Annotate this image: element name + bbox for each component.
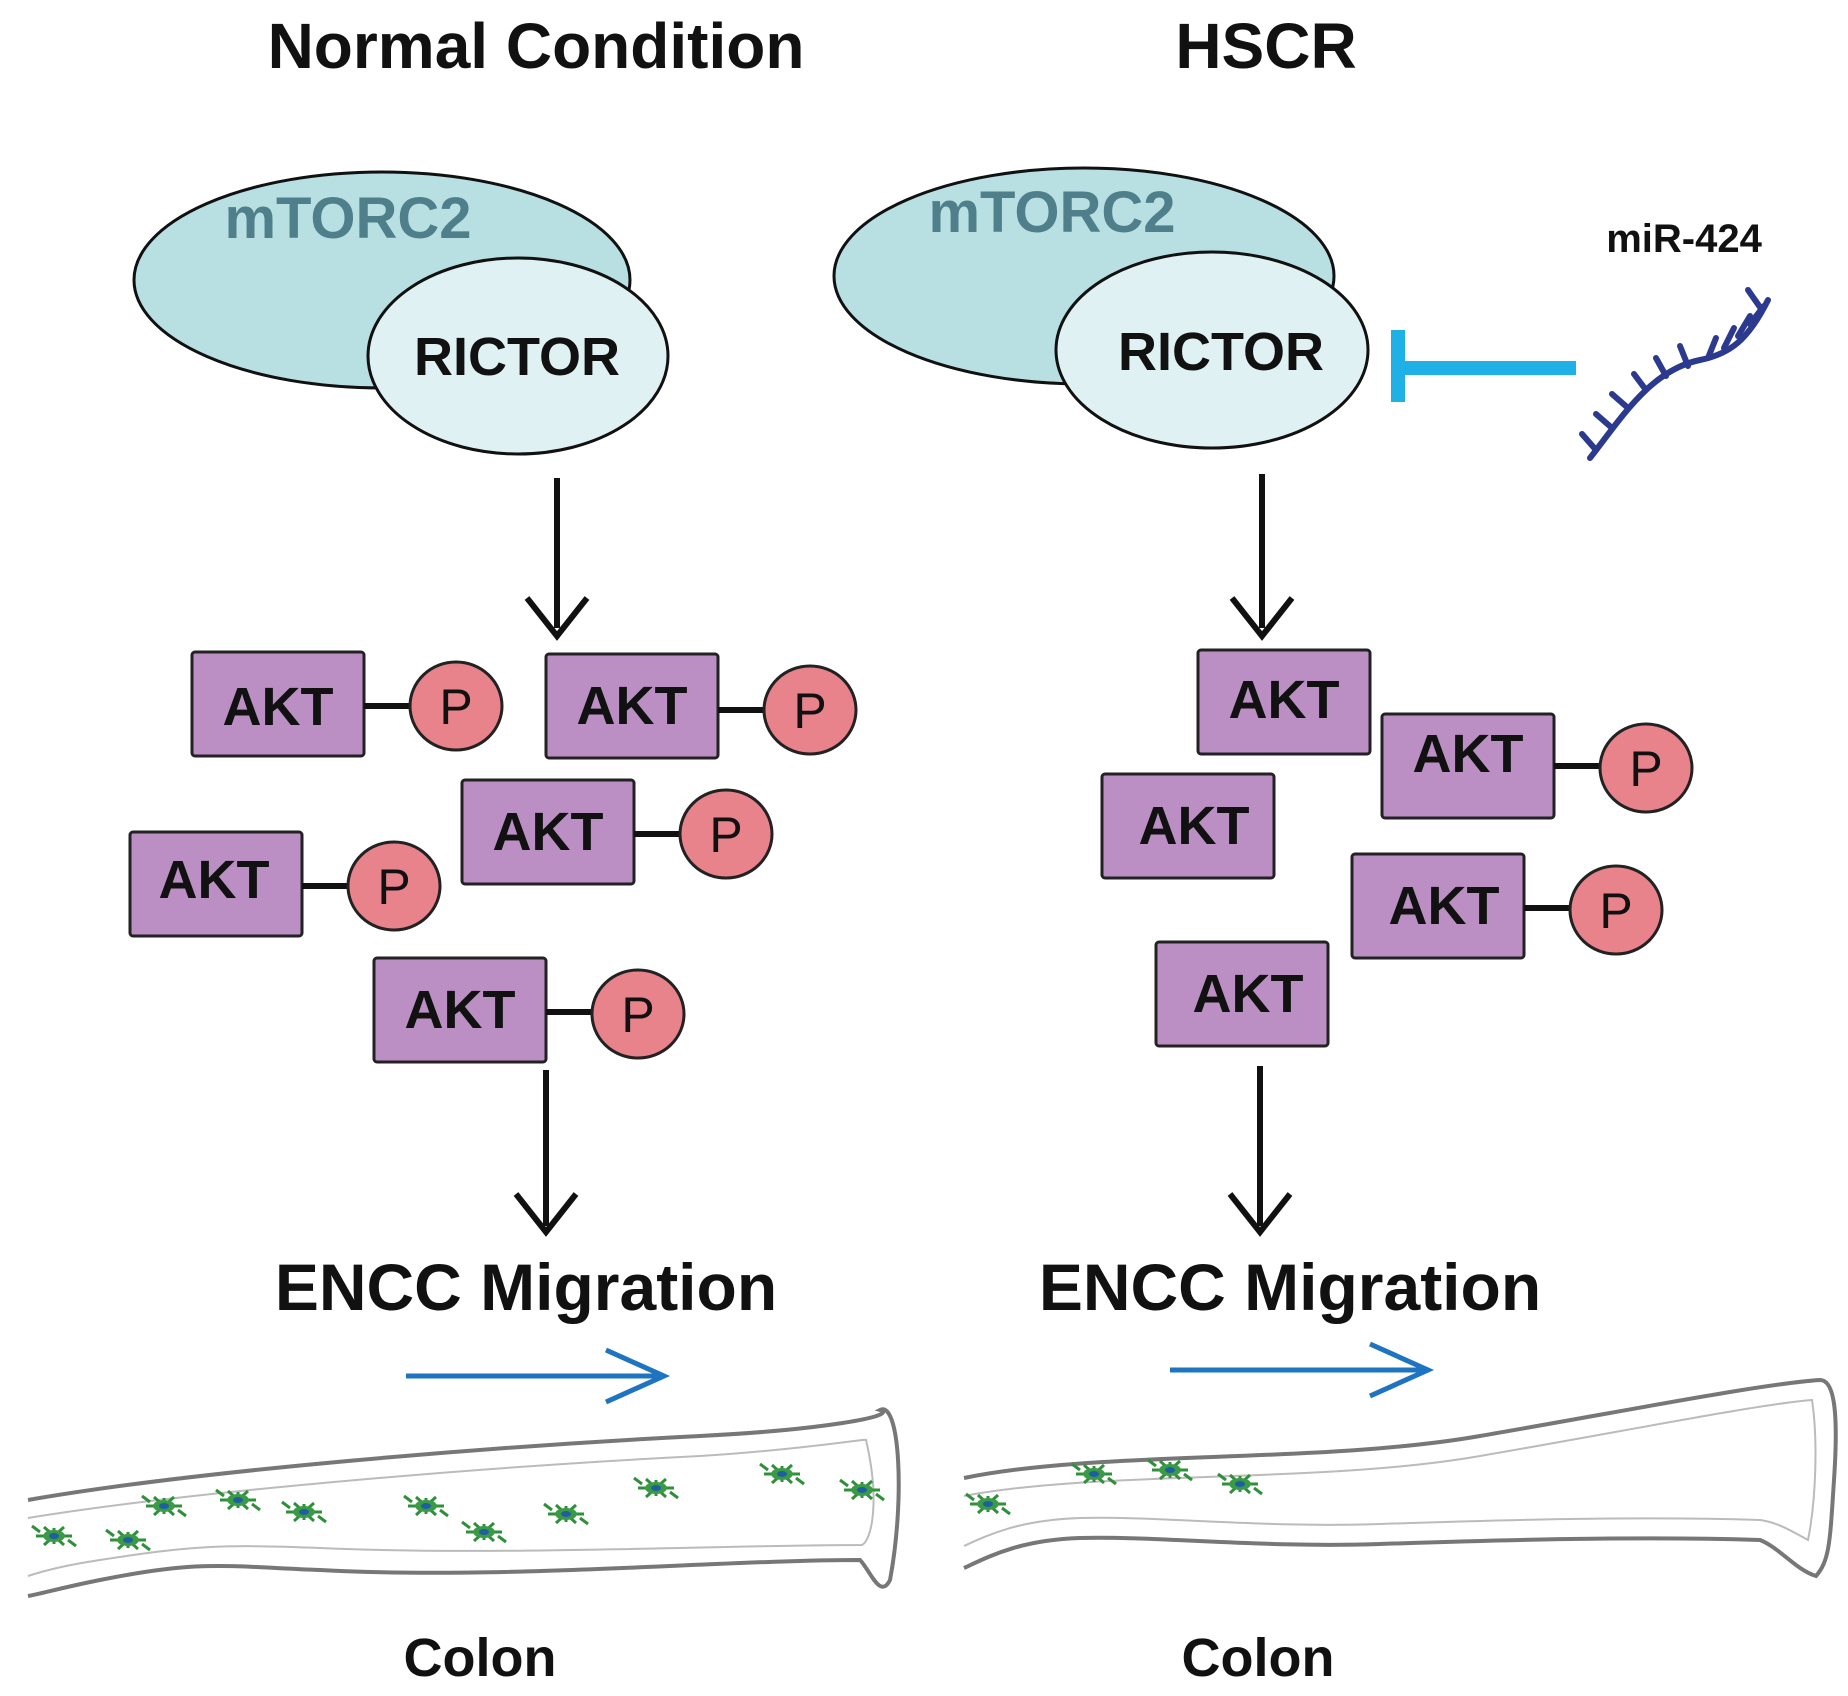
migration-direction-arrow bbox=[1170, 1341, 1435, 1399]
encc-cell bbox=[838, 1478, 886, 1502]
panel-hscr: HSCR mTORC2 RICTOR miR-424 bbox=[832, 10, 1838, 1688]
akt-box bbox=[1196, 648, 1372, 756]
mtorc2-label: mTORC2 bbox=[928, 180, 1175, 245]
akt-box bbox=[544, 652, 720, 760]
encc-cell bbox=[402, 1494, 450, 1518]
akt-label: AKT bbox=[1229, 670, 1340, 730]
activation-arrow bbox=[1229, 474, 1295, 641]
phosphate-group bbox=[408, 660, 504, 752]
encc-cell bbox=[542, 1502, 590, 1526]
mirna-label: miR-424 bbox=[1606, 217, 1762, 261]
phosphate-label: P bbox=[1599, 883, 1632, 939]
akt-label: AKT bbox=[1193, 964, 1304, 1024]
mirna-molecule: miR-424 bbox=[1579, 217, 1771, 461]
rictor-label: RICTOR bbox=[414, 327, 620, 387]
phosphate-group bbox=[678, 788, 774, 880]
organ-label: Colon bbox=[404, 1628, 557, 1688]
akt-label: AKT bbox=[405, 980, 516, 1040]
outcome-label: ENCC Migration bbox=[275, 1250, 777, 1324]
akt-molecule: AKT P bbox=[128, 830, 442, 938]
colon-illustration bbox=[27, 1407, 901, 1598]
colon-outline bbox=[27, 1407, 901, 1598]
phosphate-label: P bbox=[793, 683, 826, 739]
akt-molecule: AKT bbox=[1100, 772, 1276, 880]
phosphate-label: P bbox=[1629, 741, 1662, 797]
akt-molecule: AKT P bbox=[372, 956, 686, 1064]
mtorc2-complex: mTORC2 RICTOR bbox=[132, 170, 670, 456]
mtorc2-label: mTORC2 bbox=[224, 186, 471, 251]
akt-molecule: AKT P bbox=[1380, 712, 1694, 820]
encc-cell-group bbox=[30, 1462, 886, 1552]
akt-label: AKT bbox=[159, 850, 270, 910]
colon-outline bbox=[963, 1377, 1838, 1579]
phosphate-label: P bbox=[377, 859, 410, 915]
akt-molecule: AKT P bbox=[460, 778, 774, 886]
encc-cell bbox=[104, 1528, 152, 1552]
akt-box bbox=[1154, 940, 1330, 1048]
akt-molecule: AKT bbox=[1154, 940, 1330, 1048]
encc-cell-group bbox=[964, 1458, 1264, 1516]
phosphate-label: P bbox=[621, 987, 654, 1043]
phosphate-label: P bbox=[709, 807, 742, 863]
akt-label: AKT bbox=[1389, 876, 1500, 936]
phosphate-group bbox=[346, 840, 442, 932]
akt-molecule: AKT P bbox=[544, 652, 858, 760]
panel-normal: Normal Condition mTORC2 RICTOR AKT P AKT bbox=[27, 10, 901, 1688]
rictor-shape bbox=[366, 256, 670, 456]
phosphate-label: P bbox=[439, 679, 472, 735]
akt-label: AKT bbox=[223, 677, 334, 737]
activation-arrow bbox=[513, 1070, 579, 1237]
rictor-label: RICTOR bbox=[1118, 322, 1324, 382]
akt-box bbox=[1100, 772, 1276, 880]
akt-label: AKT bbox=[493, 802, 604, 862]
akt-label: AKT bbox=[1413, 724, 1524, 784]
phosphate-group bbox=[762, 664, 858, 756]
panel-title: Normal Condition bbox=[268, 10, 805, 82]
mtorc2-complex: mTORC2 RICTOR bbox=[832, 166, 1370, 450]
encc-cell bbox=[140, 1494, 188, 1518]
encc-cell bbox=[30, 1524, 78, 1548]
encc-cell bbox=[280, 1500, 328, 1524]
outcome-label: ENCC Migration bbox=[1039, 1250, 1541, 1324]
inhibition-arrow bbox=[1391, 330, 1576, 402]
encc-cell bbox=[460, 1520, 508, 1544]
panel-title: HSCR bbox=[1175, 10, 1356, 82]
phosphate-group bbox=[590, 968, 686, 1060]
mirna-icon bbox=[1579, 287, 1771, 461]
phosphate-group bbox=[1598, 722, 1694, 814]
rictor-shape bbox=[1054, 250, 1370, 450]
akt-molecule: AKT bbox=[1196, 648, 1372, 756]
organ-label: Colon bbox=[1182, 1628, 1335, 1688]
akt-molecule: AKT P bbox=[190, 650, 504, 758]
encc-cell bbox=[758, 1462, 806, 1486]
phosphate-group bbox=[1568, 864, 1664, 956]
encc-cell bbox=[964, 1492, 1012, 1516]
activation-arrow bbox=[1227, 1066, 1293, 1237]
activation-arrow bbox=[524, 478, 590, 641]
akt-molecule: AKT P bbox=[1350, 852, 1664, 960]
akt-label: AKT bbox=[1139, 796, 1250, 856]
migration-direction-arrow bbox=[406, 1347, 671, 1405]
colon-illustration bbox=[963, 1377, 1838, 1579]
akt-label: AKT bbox=[577, 676, 688, 736]
encc-cell bbox=[632, 1476, 680, 1500]
